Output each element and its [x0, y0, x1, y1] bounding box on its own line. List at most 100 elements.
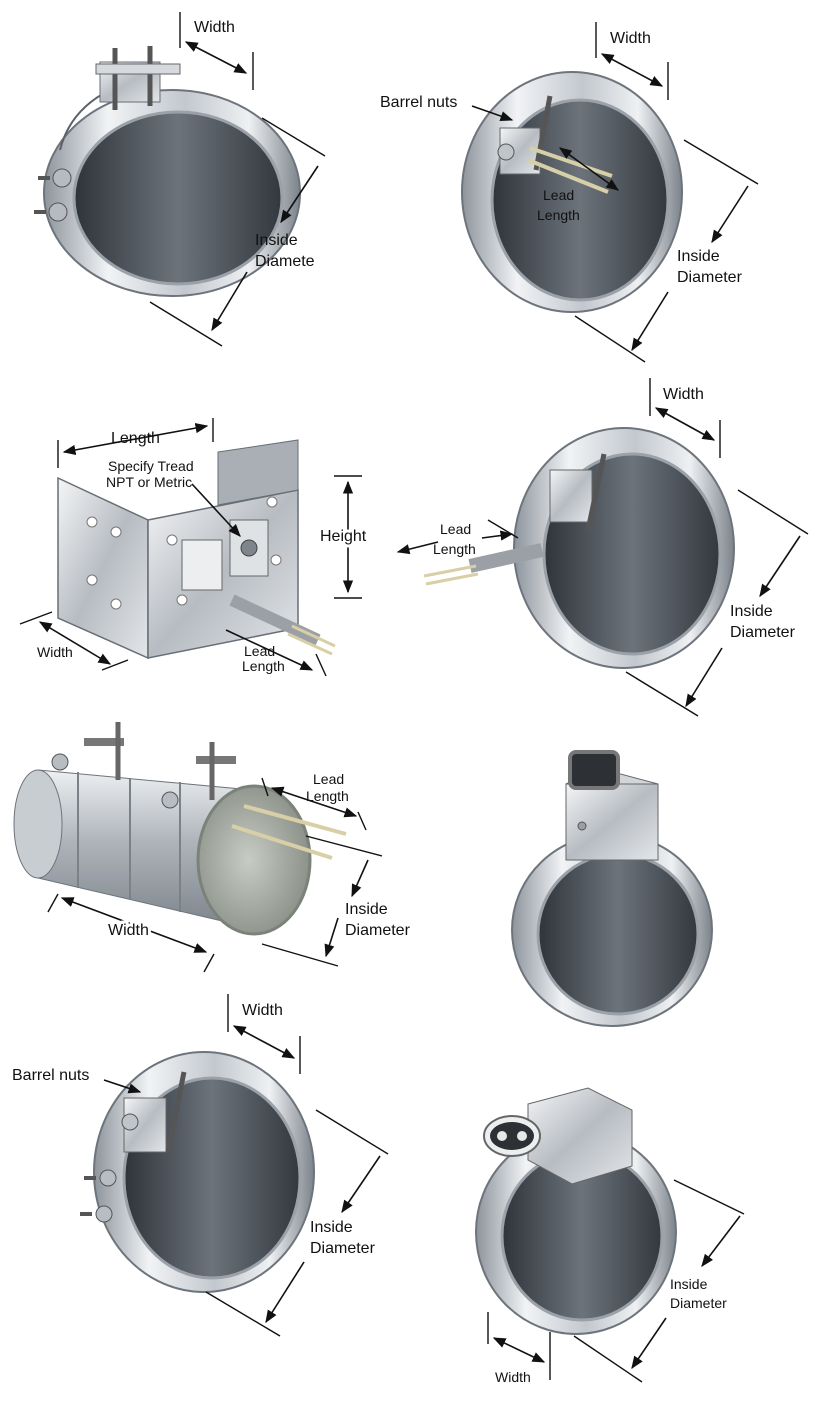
extension-line	[357, 811, 367, 831]
terminal-screw	[80, 1169, 117, 1223]
diameter-arrow	[211, 271, 248, 332]
thread-spec-label-line2: NPT or Metric	[106, 474, 192, 490]
heater-band-barrel-nuts-leads: Width Barrel nuts Lead Length Inside Dia…	[380, 22, 759, 363]
lead-length-label-line1: Lead	[244, 643, 275, 659]
width-dimension-arrow	[60, 897, 208, 953]
lead-length-label-line1: Lead	[313, 771, 344, 787]
diameter-arrow	[324, 917, 339, 958]
diameter-arrow	[265, 1261, 305, 1324]
width-dimension-arrow	[38, 621, 112, 665]
inside-diameter-label-line2: Diamete	[255, 253, 315, 270]
inside-diameter-label-line2: Diameter	[677, 269, 743, 286]
lead-length-arrow-right	[481, 530, 514, 541]
diameter-arrow	[280, 165, 319, 224]
barrel-nut-clamp	[121, 1071, 187, 1153]
inside-diameter-label-line2: Diameter	[345, 922, 411, 939]
extension-line	[315, 653, 327, 677]
diameter-arrow	[351, 859, 369, 898]
width-dimension-arrow	[492, 1337, 546, 1363]
diameter-arrow	[759, 535, 801, 598]
barrel-nuts-pointer	[103, 1079, 142, 1094]
thread-spec-label-line1: Specify Tread	[108, 458, 194, 474]
extension-line	[487, 519, 519, 539]
lead-length-label-line1: Lead	[543, 187, 574, 203]
extension-line	[625, 671, 699, 717]
extension-line	[305, 835, 383, 857]
lead-length-label-line2: Length	[537, 207, 580, 223]
inside-diameter-label-line1: Inside	[670, 1276, 708, 1292]
diameter-arrow	[341, 1155, 381, 1214]
extension-line	[673, 1179, 745, 1215]
width-label: Width	[37, 644, 73, 660]
width-dimension-arrow	[232, 1025, 296, 1059]
barrel-nuts-label: Barrel nuts	[12, 1067, 89, 1084]
inside-diameter-label-line1: Inside	[310, 1219, 353, 1236]
diameter-arrow	[631, 1317, 667, 1370]
terminal-box	[565, 750, 659, 861]
heater-strip-bracket: Length Specify Tread NPT or Metric Heigh…	[19, 418, 370, 677]
inside-diameter-label-line2: Diameter	[670, 1295, 727, 1311]
extension-line	[737, 489, 809, 535]
plug-box	[483, 1087, 633, 1185]
heater-band-side-plug-box: Inside Diameter Width	[475, 1087, 745, 1385]
clamp-bolts	[51, 722, 236, 809]
heater-band-clamp-terminal-screws: Width Inside Diamete	[34, 12, 326, 347]
extension-line	[101, 659, 129, 671]
sleeve-body	[13, 769, 312, 936]
width-label: Width	[495, 1369, 531, 1385]
extension-line	[19, 611, 53, 625]
armored-lead	[423, 543, 544, 586]
inside-diameter-label-line1: Inside	[255, 232, 298, 249]
lead-length-arrow	[270, 786, 358, 818]
clamp-bar	[549, 453, 607, 531]
width-label: Width	[610, 30, 651, 47]
width-label: Width	[242, 1002, 283, 1019]
inside-diameter-label-line1: Inside	[730, 603, 773, 620]
clamp-bar	[95, 46, 181, 110]
lead-length-label-line2: Length	[306, 788, 349, 804]
inside-diameter-label-line1: Inside	[677, 248, 720, 265]
width-label: Width	[194, 19, 235, 36]
thread-pointer	[191, 483, 241, 537]
lead-length-arrow	[558, 147, 620, 191]
length-label: Length	[111, 430, 160, 447]
heater-band-top-terminal-box	[511, 750, 713, 1027]
heater-split-sleeve: Lead Length Width Inside Diameter	[13, 722, 411, 973]
band-ring	[511, 833, 713, 1027]
lead-length-arrow	[225, 629, 314, 671]
length-dimension-arrow	[62, 423, 209, 455]
width-dimension-arrow	[654, 407, 716, 441]
lead-length-label-line2: Length	[242, 658, 285, 674]
extension-line	[574, 315, 646, 363]
heater-band-armored-leads: Width Lead Length Inside Diameter	[396, 378, 809, 717]
inside-diameter-label-line2: Diameter	[310, 1240, 376, 1257]
diameter-arrow	[631, 291, 669, 352]
band-ring	[43, 89, 301, 297]
extension-line	[315, 1109, 389, 1155]
extension-line	[573, 1335, 643, 1383]
inside-diameter-label-line1: Inside	[345, 901, 388, 918]
armored-lead	[229, 594, 336, 656]
height-label: Height	[320, 528, 367, 545]
lead-length-arrow-left	[396, 541, 439, 555]
lead-length-label-line2: Length	[433, 541, 476, 557]
diameter-arrow	[711, 185, 749, 244]
heater-band-barrel-nuts-screws: Width Barrel nuts Inside Diameter	[12, 994, 389, 1337]
diameter-arrow	[685, 647, 723, 708]
width-label: Width	[663, 386, 704, 403]
diameter-arrow	[701, 1215, 741, 1268]
width-dimension-arrow	[184, 41, 248, 74]
barrel-nuts-pointer	[471, 105, 514, 122]
width-label: Width	[108, 922, 149, 939]
extension-line	[47, 893, 59, 913]
extension-line	[683, 139, 759, 185]
barrel-nuts-label: Barrel nuts	[380, 94, 457, 111]
extension-line	[261, 943, 339, 967]
extension-line	[261, 777, 269, 797]
extension-line	[149, 301, 223, 347]
width-dimension-arrow	[600, 53, 664, 87]
band-ring	[513, 427, 735, 669]
lead-wires	[231, 804, 347, 860]
terminal-screw	[34, 168, 72, 222]
